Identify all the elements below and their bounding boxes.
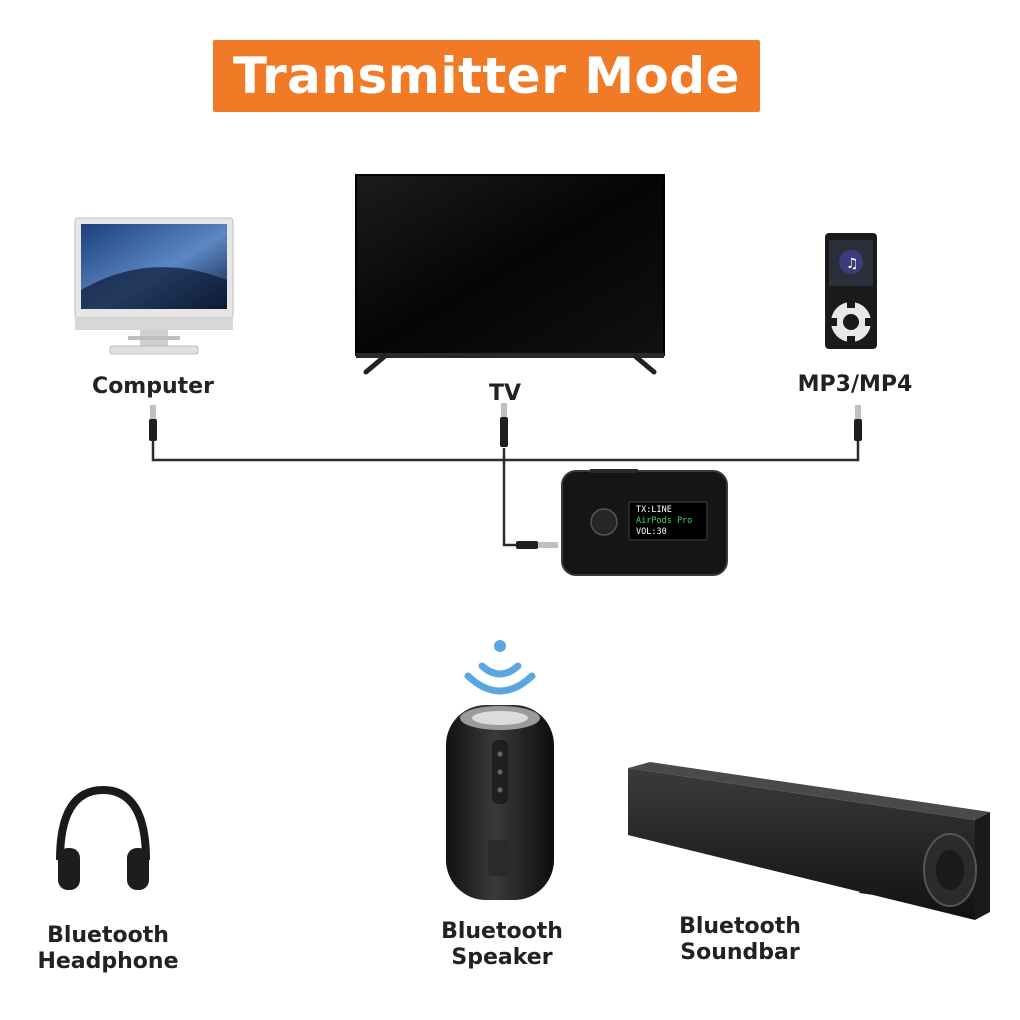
computer-icon [75, 218, 233, 354]
computer-label: Computer [73, 374, 233, 400]
headphone-icon [58, 790, 149, 890]
soundbar-label-line1: Bluetooth [660, 914, 820, 940]
mp3-mp4-label: MP3/MP4 [780, 372, 930, 398]
speaker-label: Bluetooth Speaker [422, 919, 582, 971]
audio-jack-icon [149, 405, 157, 441]
audio-jack-icon [500, 403, 508, 447]
headphone-label-line1: Bluetooth [28, 923, 188, 949]
audio-cables [153, 440, 858, 545]
soundbar-label: Bluetooth Soundbar [660, 914, 820, 966]
audio-jack-icon [516, 541, 558, 549]
wireless-signal-icon [468, 640, 532, 691]
headphone-label-line2: Headphone [28, 949, 188, 975]
speaker-label-line1: Bluetooth [422, 919, 582, 945]
audio-jack-icon [854, 405, 862, 441]
tv-label: TV [465, 381, 545, 407]
bluetooth-speaker-icon [446, 705, 554, 900]
speaker-label-line2: Speaker [422, 945, 582, 971]
tv-icon [356, 175, 664, 372]
screen-volume-text: VOL:30 [636, 527, 706, 538]
bluetooth-soundbar-icon [628, 762, 990, 920]
screen-mode-text: TX:LINE [636, 505, 706, 516]
transmitter-screen: TX:LINE AirPods Pro VOL:30 [636, 505, 706, 538]
svg-text:♫: ♫ [846, 256, 859, 272]
mp3-player-icon: ♫ [825, 233, 877, 349]
screen-device-text: AirPods Pro [636, 516, 706, 527]
headphone-label: Bluetooth Headphone [28, 923, 188, 975]
soundbar-label-line2: Soundbar [660, 940, 820, 966]
